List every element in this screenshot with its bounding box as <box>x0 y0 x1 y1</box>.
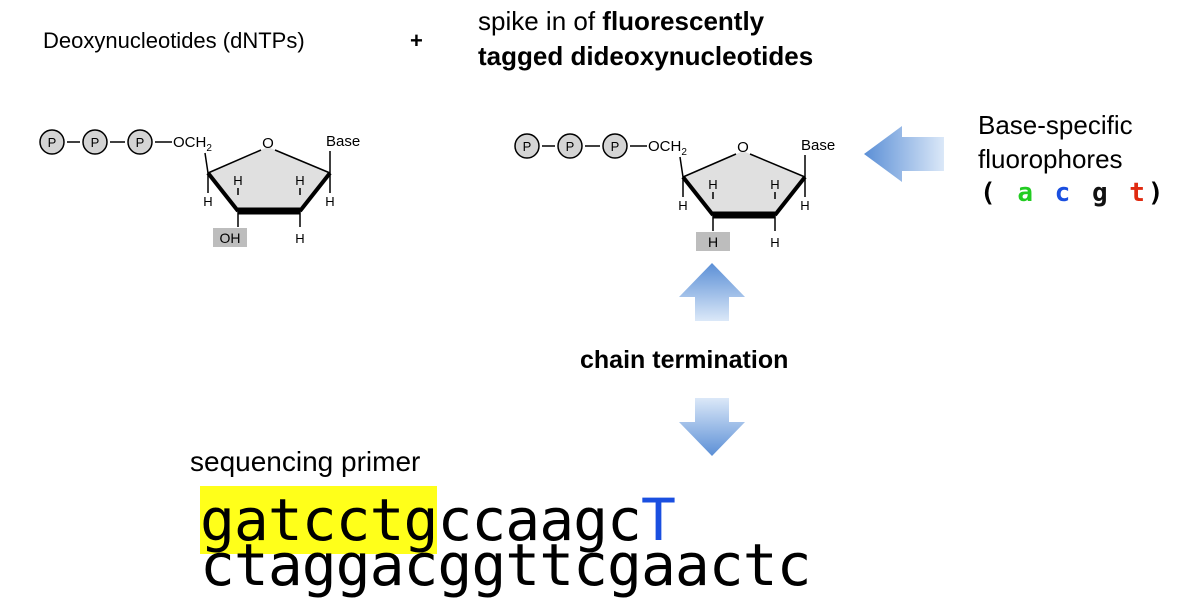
phosphate-2-label: P <box>91 135 100 150</box>
primer-sequence: gatcctg <box>200 486 438 554</box>
template-strand: ctaggacggttcgaactc <box>200 531 812 599</box>
ring-oxygen-label: O <box>262 135 274 152</box>
och2-label: OCH2 <box>173 134 212 154</box>
h-label: H <box>770 177 779 192</box>
h-label: H <box>295 173 304 188</box>
ring-oxygen-label: O <box>737 139 749 156</box>
phosphate-3-label: P <box>611 139 620 154</box>
fluorophore-line1: Base-specific <box>978 110 1133 140</box>
ribose-ring-icon <box>208 147 330 211</box>
ribose-ring-icon <box>683 151 805 215</box>
spike-bold-fluorescently: fluorescently <box>602 6 765 36</box>
phosphate-3-icon <box>602 133 628 159</box>
phosphate-chain: P P P <box>39 129 172 155</box>
fluorophore-bases: ( a c g t) <box>980 178 1167 208</box>
extended-sequence: ccaagc <box>437 486 642 554</box>
synthesized-strand: gatcctgccaagcT <box>200 486 676 554</box>
h-label: H <box>325 194 334 209</box>
phosphate-3-icon <box>127 129 153 155</box>
h-label: H <box>678 198 687 213</box>
paren-open: ( <box>980 178 999 208</box>
base-t: t <box>1129 178 1148 208</box>
ddntp-structure: P P P OCH2 O Base H H H H H H <box>514 133 835 251</box>
three-prime-h-label: H <box>708 234 718 250</box>
chain-termination-label: chain termination <box>580 346 789 374</box>
sequencing-primer-label: sequencing primer <box>190 446 421 477</box>
base-c: c <box>1054 178 1074 208</box>
phosphate-1-label: P <box>523 139 532 154</box>
down-arrow-icon <box>679 398 745 456</box>
spike-in-line1: spike in of fluorescently <box>478 6 764 37</box>
h-label: H <box>708 177 717 192</box>
phosphate-chain: P P P <box>514 133 647 159</box>
h-highlight-box <box>696 232 730 251</box>
fluorophore-line2: fluorophores <box>978 144 1123 174</box>
h-label: H <box>800 198 809 213</box>
phosphate-2-icon <box>82 129 108 155</box>
dntp-structure: P P P OCH2 O Base H H H H OH H <box>39 129 360 247</box>
terminator-base: T <box>640 486 676 554</box>
phosphate-1-label: P <box>48 135 57 150</box>
base-a: a <box>1017 178 1036 208</box>
spike-prefix: spike in of <box>478 6 603 36</box>
spike-in-line2: tagged dideoxynucleotides <box>478 41 814 71</box>
h-label: H <box>233 173 242 188</box>
base-label: Base <box>326 133 360 150</box>
h-label: H <box>203 194 212 209</box>
phosphate-2-icon <box>557 133 583 159</box>
base-g: g <box>1091 178 1111 208</box>
phosphate-1-icon <box>39 129 65 155</box>
dntp-label: Deoxynucleotides (dNTPs) <box>43 28 305 53</box>
up-arrow-icon <box>679 263 745 321</box>
h-label: H <box>295 231 304 246</box>
three-prime-oh-label: OH <box>220 230 241 246</box>
h-label: H <box>770 235 779 250</box>
base-label: Base <box>801 137 835 154</box>
och2-label: OCH2 <box>648 138 687 158</box>
paren-close: ) <box>1147 178 1167 208</box>
left-arrow-icon <box>864 126 944 182</box>
oh-highlight-box <box>213 228 247 247</box>
phosphate-2-label: P <box>566 139 575 154</box>
phosphate-3-label: P <box>136 135 145 150</box>
plus-sign: + <box>410 28 423 53</box>
phosphate-1-icon <box>514 133 540 159</box>
